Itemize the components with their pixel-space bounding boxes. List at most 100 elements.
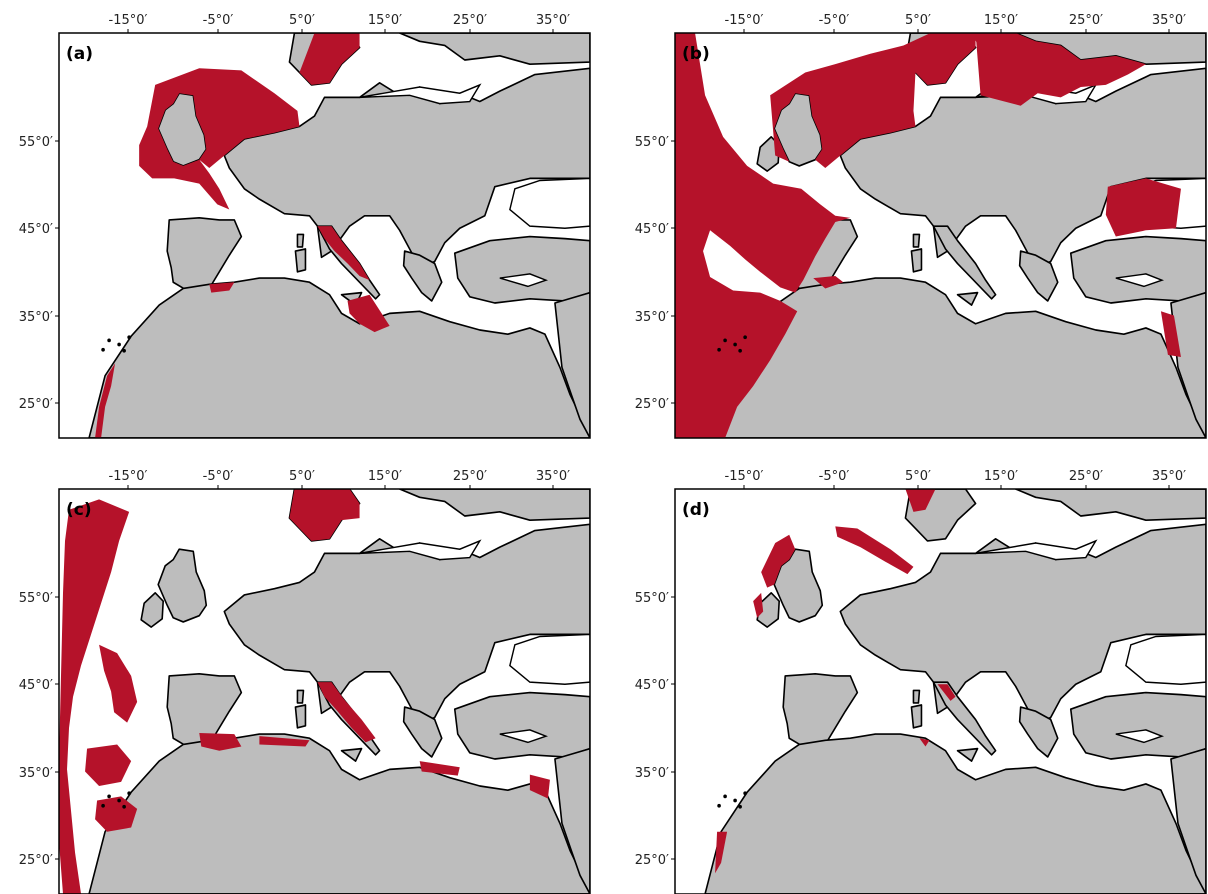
panel-label: (a) [66, 44, 93, 64]
island [738, 804, 742, 809]
highlight-area [1105, 178, 1181, 237]
highlight-area [209, 282, 235, 293]
highlight-area [299, 33, 360, 85]
y-tick-label: 35°0′ [635, 766, 669, 781]
map-frame [58, 32, 591, 439]
island [733, 798, 737, 803]
land-balticSouth [839, 67, 1206, 269]
x-tick-label: 15°0′ [368, 13, 402, 28]
island [127, 791, 131, 796]
island [117, 798, 121, 803]
highlight-area [85, 744, 132, 786]
land-italy [932, 681, 997, 756]
land-iberia [166, 217, 243, 292]
y-tick-label: 45°0′ [635, 678, 669, 693]
land-africa [88, 733, 590, 894]
highlight-area [529, 774, 550, 799]
x-tick-label: 5°0′ [905, 13, 931, 28]
y-tick-label: 35°0′ [635, 310, 669, 325]
map-panel-c: -15°0′-5°0′5°0′15°0′25°0′35°0′55°0′45°0′… [19, 469, 591, 894]
island [127, 335, 131, 340]
land-balticSouth [223, 523, 590, 725]
y-tick-label: 25°0′ [19, 853, 53, 868]
land-sicily [956, 291, 979, 306]
land-anatolia [1069, 235, 1206, 304]
land-arabia [554, 747, 590, 894]
x-tick-label: 25°0′ [453, 469, 487, 484]
highlight-area [715, 831, 728, 874]
highlight-area [770, 33, 976, 168]
island [101, 803, 105, 808]
land-greece [1018, 706, 1059, 758]
x-tick-label: 15°0′ [984, 469, 1018, 484]
map-area [59, 33, 590, 438]
highlight-area [317, 226, 370, 281]
island [723, 338, 727, 343]
x-tick-label: 5°0′ [905, 469, 931, 484]
map-panel-b: -15°0′-5°0′5°0′15°0′25°0′35°0′55°0′45°0′… [635, 13, 1207, 439]
x-tick-label: 35°0′ [1152, 469, 1186, 484]
highlight-area [199, 733, 242, 751]
highlight-area [919, 738, 930, 747]
land-africa [704, 733, 1206, 894]
x-tick-label: 35°0′ [536, 13, 570, 28]
land-sicily [340, 747, 363, 762]
x-tick-label: 35°0′ [536, 469, 570, 484]
map-panel-d: -15°0′-5°0′5°0′15°0′25°0′35°0′55°0′45°0′… [635, 469, 1207, 894]
highlight-area [289, 489, 360, 541]
x-tick-label: 35°0′ [1152, 13, 1186, 28]
y-tick-label: 45°0′ [19, 678, 53, 693]
island [122, 348, 126, 353]
land-corsica [296, 689, 305, 704]
land-sardinia [294, 248, 307, 273]
y-tick-label: 35°0′ [19, 766, 53, 781]
highlight-area [347, 294, 390, 333]
x-tick-label: -15°0′ [109, 469, 148, 484]
map-area [675, 33, 1206, 438]
inland-seas [359, 83, 590, 288]
highlight-area [835, 526, 914, 575]
y-tick-label: 25°0′ [19, 397, 53, 412]
panel-label: (d) [682, 500, 710, 520]
island [733, 342, 737, 347]
x-tick-label: 25°0′ [1069, 13, 1103, 28]
land-ireland [756, 592, 780, 628]
highlight-area [99, 644, 138, 723]
x-tick-label: -15°0′ [725, 469, 764, 484]
highlight-area [813, 276, 844, 289]
highlight-area [975, 33, 1146, 106]
island [101, 347, 105, 352]
highlight-area [675, 33, 851, 438]
land-iberia [166, 673, 243, 748]
land-gb [157, 548, 208, 623]
island [717, 803, 721, 808]
map-area [675, 489, 1206, 894]
x-tick-label: -15°0′ [725, 13, 764, 28]
y-tick-label: 55°0′ [635, 591, 669, 606]
x-tick-label: 15°0′ [984, 13, 1018, 28]
land-finland [398, 33, 590, 65]
y-tick-label: 55°0′ [19, 135, 53, 150]
land-africa [704, 277, 1206, 438]
x-tick-label: -5°0′ [203, 13, 234, 28]
x-tick-label: -5°0′ [203, 469, 234, 484]
land-greece [402, 706, 443, 758]
highlight-area [259, 736, 310, 747]
x-tick-label: 5°0′ [289, 13, 315, 28]
land-greece [1018, 250, 1059, 302]
land-anatolia [1069, 691, 1206, 760]
land-finland [1014, 489, 1206, 521]
map-frame [674, 32, 1207, 439]
map-area [59, 489, 590, 894]
land-corsica [912, 233, 921, 248]
y-tick-label: 55°0′ [19, 591, 53, 606]
land-balticSouth [839, 523, 1206, 725]
x-tick-label: 25°0′ [453, 13, 487, 28]
x-tick-label: 15°0′ [368, 469, 402, 484]
island [723, 794, 727, 799]
land-finland [1014, 33, 1206, 65]
x-tick-label: -5°0′ [819, 13, 850, 28]
y-tick-label: 35°0′ [19, 310, 53, 325]
island [117, 342, 121, 347]
